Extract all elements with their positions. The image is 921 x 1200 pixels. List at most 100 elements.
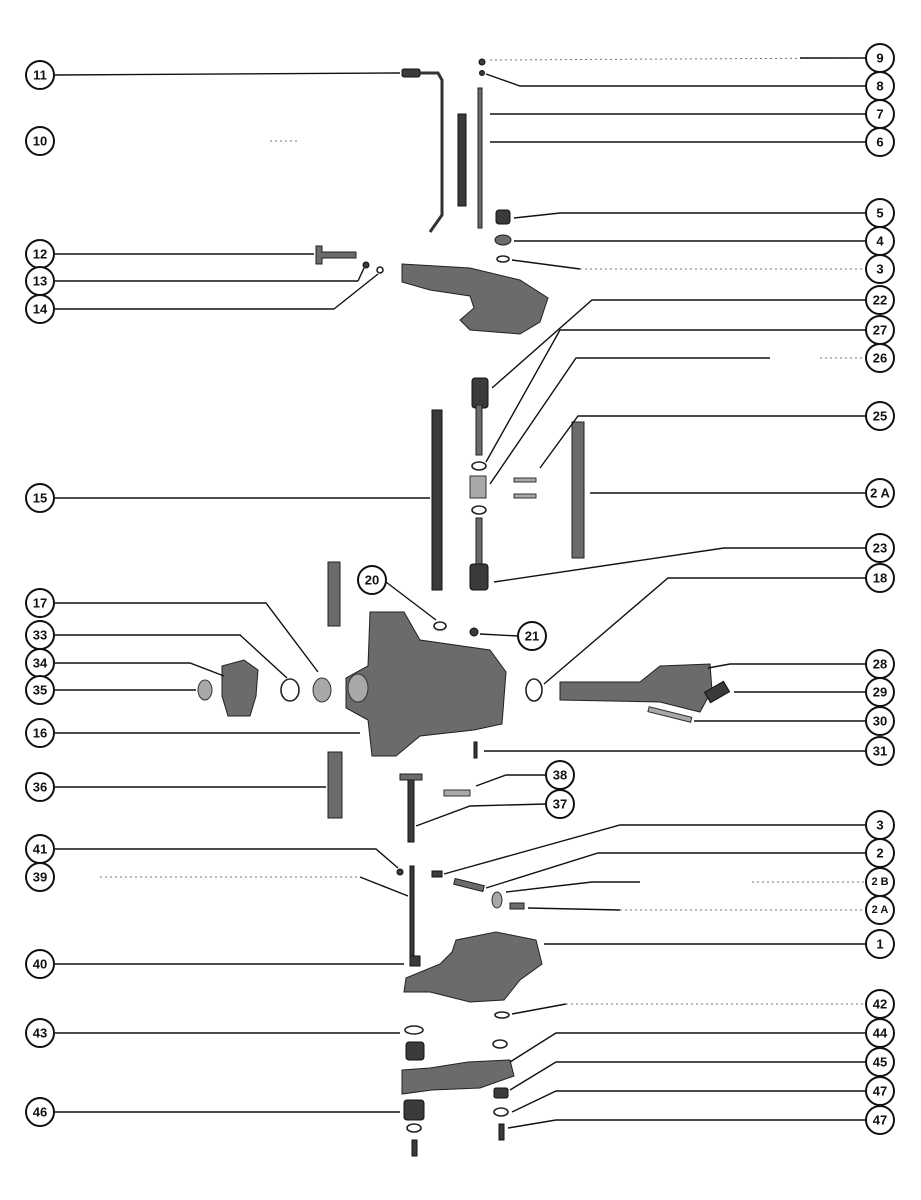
callout-label: 8: [876, 79, 883, 94]
callout-label: 43: [33, 1026, 47, 1041]
part-drawings: [197, 58, 731, 1157]
part-29-spring: [703, 680, 731, 704]
callout-11: 9: [865, 43, 895, 73]
callout-2a: 2 A: [865, 895, 895, 925]
lower-shaft: [475, 517, 483, 569]
part-35-rod: [327, 751, 343, 819]
part-7-nut: [495, 209, 511, 225]
part-5-ring: [496, 255, 510, 263]
callout-label: 11: [33, 68, 47, 83]
callout-label: 26: [873, 351, 887, 366]
part-2-link: [453, 877, 485, 893]
callout-label: 33: [33, 628, 47, 643]
callout-label: 38: [553, 768, 567, 783]
part-2b-bushing: [491, 891, 503, 909]
part-23-coupler: [469, 563, 489, 591]
callout-label: 46: [33, 1105, 47, 1120]
callout-label: 40: [33, 957, 47, 972]
callout-4: 2 A: [865, 478, 895, 508]
callout-label: 45: [873, 1055, 887, 1070]
callout-19-right: 18: [865, 563, 895, 593]
callout-label: 21: [525, 629, 539, 644]
callout-label: 27: [873, 323, 887, 338]
callout-37: 38: [545, 760, 575, 790]
callout-25: 25: [865, 401, 895, 431]
part-18-housing: [345, 611, 507, 757]
part-47-screw: [498, 1123, 505, 1141]
callout-14: 12: [25, 239, 55, 269]
callout-19-left: 17: [25, 588, 55, 618]
callout-label: 22: [873, 293, 887, 308]
callout-7: 5: [865, 198, 895, 228]
callout-label: 47: [873, 1084, 887, 1099]
part-17-rod: [431, 409, 443, 591]
callout-label: 31: [873, 744, 887, 759]
part-39-nut: [409, 955, 421, 967]
part-13-spring: [401, 68, 421, 78]
callout-12: 10: [25, 126, 55, 156]
part-11-ball: [478, 58, 486, 66]
part-34-bushing: [197, 679, 213, 701]
part-1-bracket: [403, 931, 543, 1003]
callout-26: 26: [865, 343, 895, 373]
callout-40: 41: [25, 834, 55, 864]
callout-23: 23: [865, 533, 895, 563]
upper-shaft: [475, 404, 483, 456]
callout-2b: 2 B: [865, 867, 895, 897]
callout-label: 42: [873, 997, 887, 1012]
part-40-pin: [396, 868, 404, 876]
callout-38: 39: [25, 862, 55, 892]
upper-bracket: [401, 263, 549, 335]
callout-label: 9: [876, 51, 883, 66]
callout-36: 37: [545, 789, 575, 819]
part-45-screw: [411, 1139, 418, 1157]
callout-43: 44: [865, 1018, 895, 1048]
callout-45: 46: [25, 1097, 55, 1127]
callout-label: 14: [33, 302, 48, 317]
callout-3: 33: [865, 810, 895, 840]
callout-27: 27: [865, 315, 895, 345]
part-2a-screw: [509, 902, 525, 910]
part-38-rod: [409, 865, 415, 957]
callout-1: 1: [865, 929, 895, 959]
callout-label: 47: [873, 1113, 887, 1128]
callout-39: 40: [25, 949, 55, 979]
callout-label: 34: [33, 656, 48, 671]
callout-34: 35: [25, 675, 55, 705]
part-12-rod: [420, 71, 444, 233]
part-36-spindle: [407, 775, 415, 843]
part-6-washer: [494, 234, 512, 246]
part-45-nut: [403, 1099, 425, 1121]
callout-label: 17: [33, 596, 47, 611]
callout-16: 14: [25, 294, 55, 324]
part-19-left-ring: [312, 677, 332, 703]
part-8-rod: [477, 87, 483, 229]
callout-label: 6: [876, 135, 883, 150]
callout-label: 29: [873, 685, 887, 700]
lower-ring: [471, 505, 487, 515]
callout-44: 45: [865, 1047, 895, 1077]
callout-label: 28: [873, 657, 887, 672]
part-31-pin: [473, 741, 478, 759]
part-30-pin: [647, 706, 693, 723]
callout-label: 3: [876, 262, 883, 277]
callout-35: 36: [25, 772, 55, 802]
callout-label: 18: [873, 571, 887, 586]
part-36-cap: [399, 773, 423, 781]
callout-label: 10: [33, 134, 47, 149]
callout-label: 16: [33, 726, 47, 741]
callout-6: 4: [865, 226, 895, 256]
part-27-ring: [471, 461, 487, 471]
callout-label: 23: [873, 541, 887, 556]
callout-21: 21: [517, 621, 547, 651]
part-19-right-ring: [525, 678, 543, 702]
callout-2: 2: [865, 838, 895, 868]
callout-29: 29: [865, 677, 895, 707]
callout-15: 13: [25, 266, 55, 296]
part-21-pin: [469, 627, 479, 637]
callouts: 11 10 12 13 14 15 17 33 34 35 16 36 41 3…: [25, 43, 895, 1135]
callout-label: 37: [553, 797, 567, 812]
part-41-ring: [494, 1011, 510, 1019]
